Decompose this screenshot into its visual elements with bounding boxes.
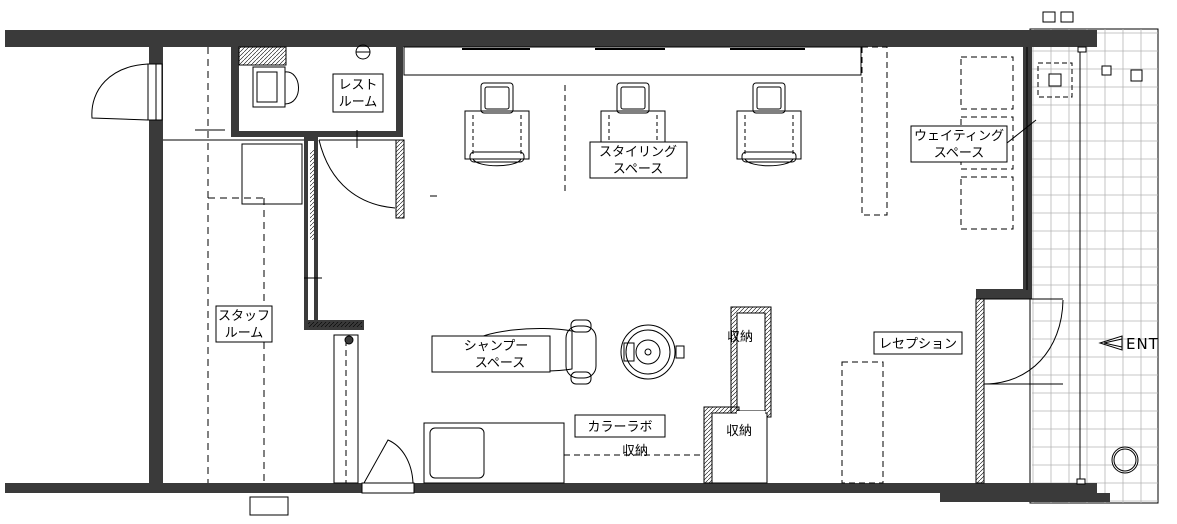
styling-chair [464, 82, 530, 167]
reception-counter [841, 361, 884, 484]
rest-room-label-box [332, 73, 384, 113]
pointer-line [1006, 119, 1037, 144]
shampoo-space-label-2: スペース [475, 356, 525, 371]
exterior-walls [5, 30, 1110, 502]
rest-room-door [318, 130, 437, 219]
styling-chair [736, 82, 802, 167]
entrance-tile-floor [1029, 28, 1159, 504]
window-marker [1042, 11, 1056, 23]
styling-counter [403, 46, 888, 216]
rest-room-label-2: ルーム [339, 95, 378, 110]
side-door [91, 63, 163, 121]
styling-space-label: スタイリング [599, 145, 677, 160]
glazing-lines [1026, 47, 1081, 483]
styling-label-group: スタイリング スペース [589, 141, 688, 179]
staff-room-label: スタッフ [218, 309, 270, 324]
storage-label-1: 収納 [727, 330, 753, 345]
meter-box [249, 496, 289, 516]
staff-room-label-2: ルーム [225, 326, 264, 341]
storage-label-2: 収納 [726, 424, 752, 439]
color-lab-counter [423, 422, 704, 484]
shampoo-station [469, 319, 685, 385]
color-lab-label: カラーラボ [587, 420, 652, 435]
storage-label-3: 収納 [622, 444, 648, 459]
waiting-space-label: ウェイティング [914, 129, 1004, 144]
staff-locker [163, 129, 304, 205]
shampoo-label-group: シャンプー スペース [431, 335, 551, 373]
staff-room-label-group: スタッフ ルーム [215, 305, 273, 343]
staff-room-partition [304, 137, 364, 330]
reception-label: レセプション [879, 337, 957, 352]
rest-room-label: レスト [338, 78, 377, 93]
entrance-arrow [1098, 335, 1123, 351]
rest-room: レスト ルーム [231, 44, 403, 137]
entrance-fixtures [1037, 46, 1143, 485]
color-lab-label-group: カラーラボ [574, 414, 666, 438]
entrance-label: ENT [1126, 335, 1159, 353]
staff-dashed-lines [207, 47, 265, 483]
styling-space-label-2: スペース [613, 162, 663, 177]
storage-partitions [703, 306, 772, 484]
window-marker [1060, 11, 1074, 23]
entrance-door [975, 298, 1064, 484]
reception-label-group: レセプション [873, 331, 963, 355]
staff-bottom-door [333, 334, 415, 494]
washbasin [252, 66, 286, 108]
waiting-label-group: ウェイティング スペース [910, 125, 1008, 163]
shampoo-space-label: シャンプー [464, 339, 529, 354]
waiting-space-label-2: スペース [934, 146, 984, 161]
